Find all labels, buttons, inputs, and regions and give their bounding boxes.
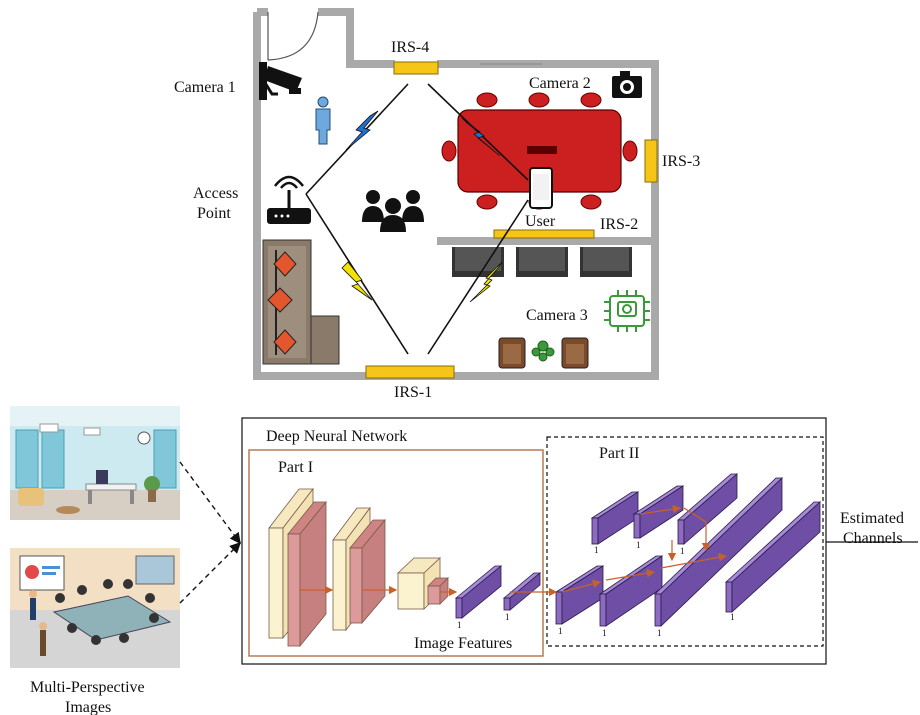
camera-2-label: Camera 2 <box>529 75 591 92</box>
irs-1-panel <box>365 365 455 379</box>
desk-monitors <box>452 247 632 277</box>
feature-layer-1 <box>454 565 503 619</box>
office-image <box>10 406 180 520</box>
dnn-box <box>241 417 827 665</box>
irs-2-panel <box>493 229 595 239</box>
camera-1-label: Camera 1 <box>174 79 236 96</box>
access-point-label-line1: Access <box>193 185 238 202</box>
input-label-line2: Images <box>65 699 111 715</box>
conv-block-1 <box>268 487 327 648</box>
camera-2-icon <box>612 71 642 98</box>
router-icon <box>267 175 311 224</box>
layer-dim-c: 1 <box>680 546 685 556</box>
cctv-camera-icon <box>259 62 302 100</box>
part-2-layers <box>554 473 822 627</box>
person-icon <box>315 96 331 145</box>
feature-dim-1: 1 <box>457 620 462 630</box>
image-features-label: Image Features <box>414 635 512 652</box>
door-swing <box>267 11 319 61</box>
part-1-flow <box>300 585 458 597</box>
part-2-label: Part II <box>599 445 639 462</box>
user-label: User <box>525 213 556 230</box>
part-2-box <box>546 436 824 647</box>
layer-dim-g: 1 <box>730 612 735 622</box>
sofa <box>262 239 340 365</box>
camera-3-icon <box>604 290 650 332</box>
layer-dim-e: 1 <box>602 628 607 638</box>
layer-dim-f: 1 <box>657 628 662 638</box>
part-1-label: Part I <box>278 459 313 476</box>
dashed-arrow-bottom <box>179 542 241 604</box>
meeting-room-image <box>10 548 180 668</box>
blue-signal-bolt <box>461 117 501 157</box>
floor-plan: Camera 1 Camera 2 Camera 3 Access Point … <box>174 8 700 401</box>
output-label-line2: Channels <box>843 530 903 547</box>
people-group-icon <box>362 190 424 232</box>
yellow-signal-bolt <box>341 261 373 301</box>
outer-wall <box>253 8 659 380</box>
dashed-arrow-top <box>179 461 241 545</box>
layer-dim-d: 1 <box>558 626 563 636</box>
camera-3-label: Camera 3 <box>526 307 588 324</box>
irs-4-panel <box>393 61 439 75</box>
layer-dim-b: 1 <box>636 540 641 550</box>
output-label-line1: Estimated <box>840 510 904 527</box>
access-point-label-line2: Point <box>197 205 231 222</box>
irs-3-panel <box>644 139 658 183</box>
conv-block-3 <box>396 557 449 610</box>
conv-block-2 <box>332 506 386 632</box>
part-2-flow <box>510 504 728 597</box>
lounge-chairs <box>498 337 589 369</box>
plant-icon <box>531 340 555 362</box>
blue-signal-bolt <box>345 110 379 151</box>
yellow-signal-bolt <box>469 261 503 303</box>
dnn-title: Deep Neural Network <box>266 428 407 445</box>
input-label-line1: Multi-Perspective <box>30 679 145 696</box>
irs-1-label: IRS-1 <box>394 384 432 401</box>
irs-3-label: IRS-3 <box>662 153 700 170</box>
irs-4-label: IRS-4 <box>391 39 429 56</box>
layer-dim-a: 1 <box>594 545 599 555</box>
feature-dim-2: 1 <box>505 612 510 622</box>
part-1-box <box>248 449 544 657</box>
conference-table <box>441 92 638 210</box>
smartphone-icon <box>529 167 553 209</box>
irs-2-label: IRS-2 <box>600 216 638 233</box>
